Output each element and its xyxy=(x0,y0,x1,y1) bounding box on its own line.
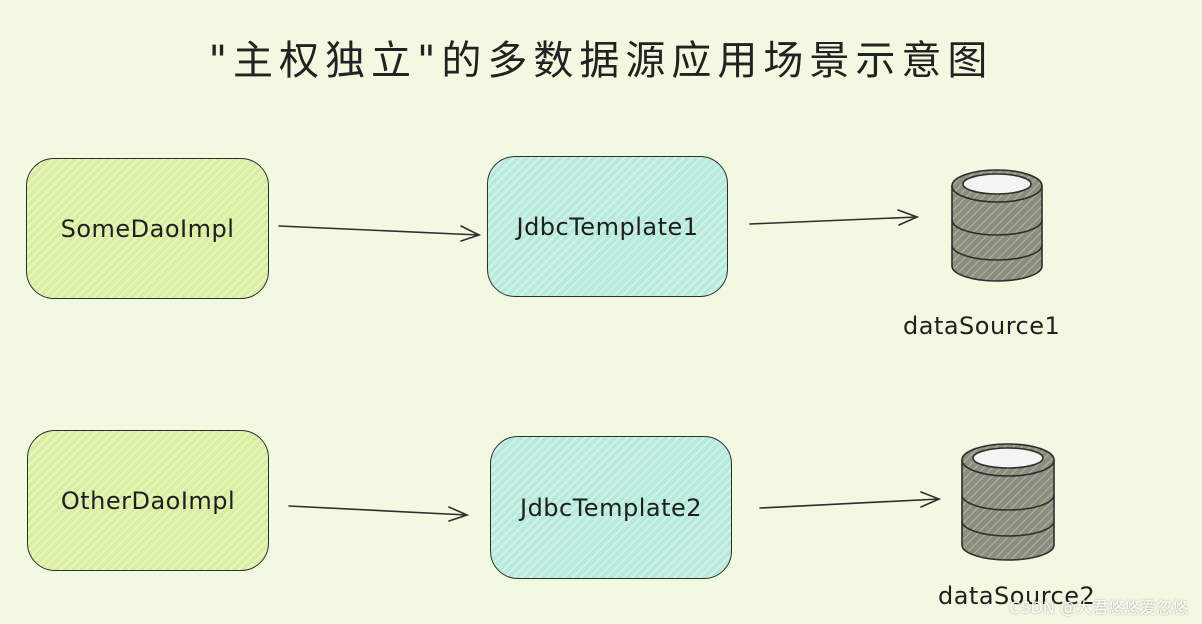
template-label-1: JdbcTemplate1 xyxy=(516,212,699,241)
arrow-dao-to-template-2 xyxy=(288,505,470,522)
datasource-label-1: dataSource1 xyxy=(903,312,1061,340)
dao-box-some: SomeDaoImpl xyxy=(26,158,269,299)
diagram-title: "主权独立"的多数据源应用场景示意图 xyxy=(208,38,994,84)
dao-label-some: SomeDaoImpl xyxy=(60,214,235,243)
dao-label-other: OtherDaoImpl xyxy=(60,486,236,515)
database-icon-2 xyxy=(961,443,1055,561)
template-box-1: JdbcTemplate1 xyxy=(487,156,728,297)
database-icon-1 xyxy=(951,169,1043,282)
template-box-2: JdbcTemplate2 xyxy=(490,436,732,579)
arrow-template-to-datasource-2 xyxy=(759,491,942,509)
template-label-2: JdbcTemplate2 xyxy=(519,493,703,522)
arrow-dao-to-template-1 xyxy=(278,225,482,242)
csdn-watermark: CSDN @大君悠悠爱忽悠 xyxy=(1009,598,1188,617)
dao-box-other: OtherDaoImpl xyxy=(27,430,269,571)
arrow-template-to-datasource-1 xyxy=(749,209,920,226)
datasource-label-2: dataSource2 xyxy=(938,582,1096,610)
